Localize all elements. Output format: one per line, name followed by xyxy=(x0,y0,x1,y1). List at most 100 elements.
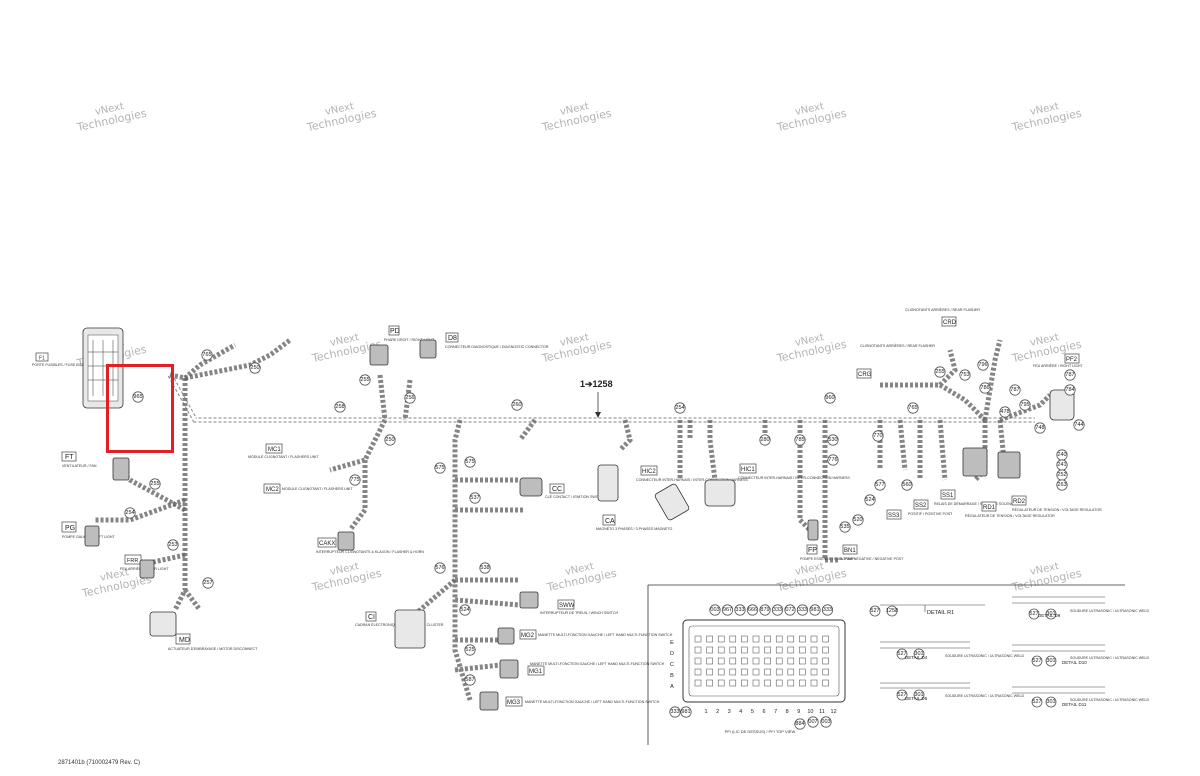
wire-number-bubble: 787 xyxy=(1064,369,1076,381)
svg-text:967: 967 xyxy=(723,607,732,613)
wire-number-bubble: 765 xyxy=(201,349,213,361)
connector-desc: PHARE DROIT / RIGHT LIGHT xyxy=(384,338,435,342)
connector-desc: PORTE FUSIBLES / FUSE BOX xyxy=(32,363,84,367)
wire-number-bubble: 254 xyxy=(674,402,686,414)
svg-text:787: 787 xyxy=(1010,387,1019,393)
ecu-pin xyxy=(787,635,795,643)
detail-name: DETAIL D11 xyxy=(1062,702,1087,707)
connector-id: HIC2 xyxy=(642,469,656,475)
ecu-wire-bubble: 333 xyxy=(821,604,834,616)
connector-pd: PD PHARE DROIT / RIGHT LIGHT xyxy=(369,325,435,366)
wire-number-bubble: 575 xyxy=(464,456,476,468)
svg-text:301: 301 xyxy=(1046,611,1055,617)
wire-number-bubble: 478 xyxy=(999,406,1011,418)
connector-id: CRD xyxy=(943,320,957,326)
svg-text:575: 575 xyxy=(435,465,444,471)
svg-text:577: 577 xyxy=(875,482,884,488)
ecu-pin xyxy=(775,679,783,687)
connector-ci: CI CADRAN ÉLECTRONIQUE / ELECTRONIC CLUS… xyxy=(355,609,444,649)
connector-desc: RÉGULATEUR DE TENSION / VOLTAGE REGULATO… xyxy=(965,513,1055,518)
svg-text:981: 981 xyxy=(810,607,819,613)
ecu-pin xyxy=(764,646,771,654)
col-label: 10 xyxy=(807,709,813,715)
detail-caption: SOUDURE ULTRASONIC / ULTRASONIC WELD xyxy=(1070,609,1150,613)
wire-number-bubble: 260 xyxy=(511,399,523,411)
connector-crd: CRD CLIGNOTANTS ARRIÈRES / REAR FLASHER xyxy=(905,307,980,327)
ecu-pin xyxy=(706,679,713,687)
ecu-pin xyxy=(799,679,806,687)
connector-id: MD xyxy=(179,637,190,644)
svg-text:770: 770 xyxy=(873,433,882,439)
svg-text:524: 524 xyxy=(865,497,874,503)
wire-number-bubble: 587 xyxy=(464,674,476,686)
svg-text:527: 527 xyxy=(897,651,906,657)
ecu-wire-bubble: 333 xyxy=(669,706,681,718)
connector-crg: CRG CLIGNOTANTS ARRIÈRES / REAR FLASHER xyxy=(856,343,935,379)
svg-text:965: 965 xyxy=(133,394,142,400)
svg-text:787: 787 xyxy=(1065,372,1074,378)
connector-id: PF2 xyxy=(1066,357,1078,363)
row-label: C xyxy=(670,662,674,668)
wire-number-bubble: 575 xyxy=(434,462,446,474)
ecu-pin xyxy=(717,679,725,687)
connector-desc: INTERRUPTEUR CLIGNOTANTS & KLAXON / FLAS… xyxy=(316,550,424,554)
connector-id: SWW xyxy=(559,603,575,609)
wire-number-bubble: 280 xyxy=(759,434,771,446)
wire-number-bubble: 520 xyxy=(852,514,864,526)
detail-wire-bubble: 301 xyxy=(913,689,925,701)
svg-text:301: 301 xyxy=(914,651,923,657)
connector-desc: RELAIS DE DÉMARRAGE / STARTING SOLENOID xyxy=(934,501,1018,506)
ecu-pin xyxy=(810,679,818,687)
wire-number-bubble: 524 xyxy=(459,604,471,616)
ecu-pin xyxy=(752,657,760,665)
svg-text:072: 072 xyxy=(785,607,794,613)
detail-name: DETAIL D5 xyxy=(905,696,928,701)
col-label: 7 xyxy=(774,709,777,715)
connector-hic1: HIC1 CONNECTEUR INTER-HARNAIS / INTER-CO… xyxy=(704,463,850,507)
svg-text:333: 333 xyxy=(798,607,807,613)
wire-number-bubble: 250 xyxy=(384,434,396,446)
ecu-pin xyxy=(729,657,737,665)
wire-number-bubble: 537 xyxy=(469,492,481,504)
svg-text:527: 527 xyxy=(1032,658,1041,664)
connector-pg: PG POMPE GAUCHE / LEFT LIGHT xyxy=(61,521,115,547)
ecu-pin xyxy=(706,646,713,654)
col-label: 1 xyxy=(704,709,707,715)
svg-text:884: 884 xyxy=(795,721,804,727)
wire-number-bubble: 524 xyxy=(864,494,876,506)
connector-id: RD1 xyxy=(983,505,996,511)
connector-id: PD xyxy=(390,328,400,335)
row-label: E xyxy=(670,640,674,646)
connector-id: CI xyxy=(368,614,375,621)
ecu-pin xyxy=(706,657,713,665)
detail-d4: DETAIL D4 SOUDURE ULTRASONIC / ULTRASONI… xyxy=(880,641,1025,660)
svg-text:280: 280 xyxy=(760,437,769,443)
col-label: 8 xyxy=(786,709,789,715)
wire-number-bubble: 965 xyxy=(132,391,144,403)
svg-text:301: 301 xyxy=(1046,658,1055,664)
connector-fp: FP POMPE ESSENCE / FUEL PUMP xyxy=(800,519,855,561)
ecu-pin xyxy=(775,635,783,643)
svg-text:575: 575 xyxy=(465,459,474,465)
wire-number-bubble: 787 xyxy=(1009,384,1021,396)
ecu-pin xyxy=(775,668,783,676)
ecu-pin xyxy=(752,646,760,654)
svg-text:007: 007 xyxy=(808,719,817,725)
wire-number-bubble: 775 xyxy=(349,474,361,486)
detail-r1: DETAIL R1 xyxy=(880,604,985,616)
connector-ss3: SS3 xyxy=(886,509,902,520)
col-label: 4 xyxy=(739,709,742,715)
svg-text:776: 776 xyxy=(828,457,837,463)
ecu-pin xyxy=(799,635,806,643)
connector-desc: CLÉ CONTACT / IGNITION SWITCH xyxy=(545,494,605,499)
connector-ss1: SS1 RELAIS DE DÉMARRAGE / STARTING SOLEN… xyxy=(934,489,1018,506)
connector-id: MG1 xyxy=(529,669,543,675)
wire-number-bubble: 960 xyxy=(824,392,836,404)
svg-text:254: 254 xyxy=(675,405,684,411)
wire-number-bubble: 252 xyxy=(1056,469,1068,481)
connector-id: MG2 xyxy=(521,633,535,639)
svg-text:250: 250 xyxy=(250,365,259,371)
wire-number-bubble: 576 xyxy=(434,562,446,574)
